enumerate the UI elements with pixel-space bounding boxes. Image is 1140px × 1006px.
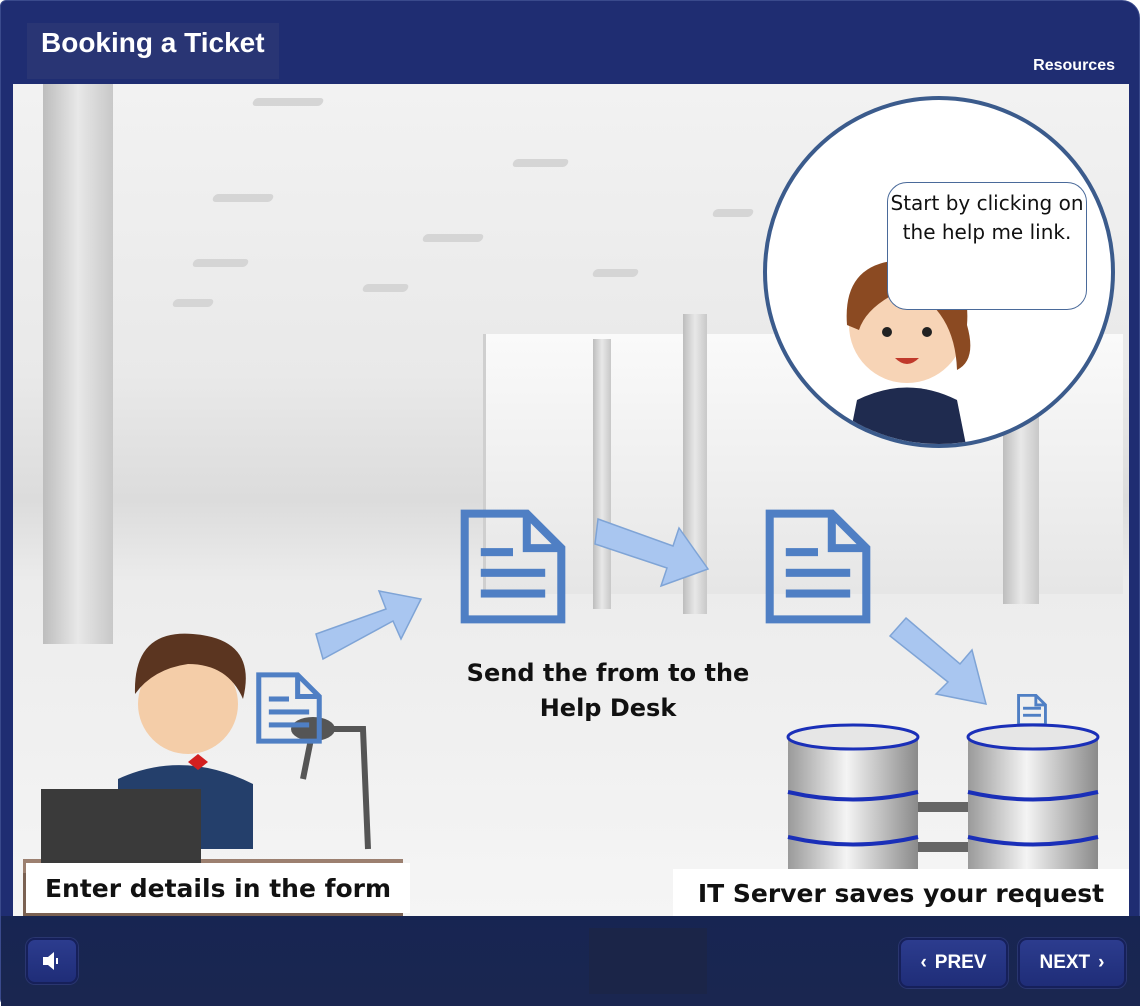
ceiling-light xyxy=(421,234,485,242)
slide-stage: Send the from to the Help Desk Start by … xyxy=(13,84,1129,916)
document-icon xyxy=(1017,694,1047,726)
arrow-icon xyxy=(315,590,423,661)
ceiling-light xyxy=(191,259,250,267)
ceiling-light xyxy=(211,194,275,202)
document-icon xyxy=(460,509,566,624)
center-caption-line: Help Desk xyxy=(539,694,677,722)
resources-link[interactable]: Resources xyxy=(1033,57,1115,74)
guide-character-circle: Start by clicking on the help me link. xyxy=(763,96,1115,448)
ceiling-light xyxy=(591,269,640,277)
next-button[interactable]: NEXT › xyxy=(1018,938,1126,988)
ceiling-light xyxy=(711,209,755,217)
speech-bubble: Start by clicking on the help me link. xyxy=(887,182,1087,310)
progress-placeholder xyxy=(589,928,707,994)
arrow-icon xyxy=(888,616,988,705)
sound-button[interactable] xyxy=(26,938,78,984)
document-icon xyxy=(765,509,871,624)
ceiling-light xyxy=(171,299,215,307)
ceiling-light xyxy=(361,284,410,292)
center-caption: Send the from to the Help Desk xyxy=(433,656,783,726)
chevron-right-icon: › xyxy=(1098,952,1105,973)
ceiling-light xyxy=(511,159,570,167)
chevron-left-icon: ‹ xyxy=(920,952,927,973)
prev-button[interactable]: ‹ PREV xyxy=(899,938,1008,988)
right-caption: IT Server saves your request xyxy=(673,869,1129,916)
document-icon xyxy=(256,672,322,744)
left-caption: Enter details in the form xyxy=(26,863,410,913)
ceiling-light xyxy=(251,98,325,106)
prev-label: PREV xyxy=(934,952,987,973)
page-title: Booking a Ticket xyxy=(27,23,279,79)
next-label: NEXT xyxy=(1039,952,1091,973)
center-caption-line: Send the from to the xyxy=(466,659,750,687)
it-server-illustration xyxy=(786,723,1100,887)
arrow-icon xyxy=(594,517,710,588)
background-pillar xyxy=(43,84,113,644)
speaker-icon xyxy=(43,952,58,970)
